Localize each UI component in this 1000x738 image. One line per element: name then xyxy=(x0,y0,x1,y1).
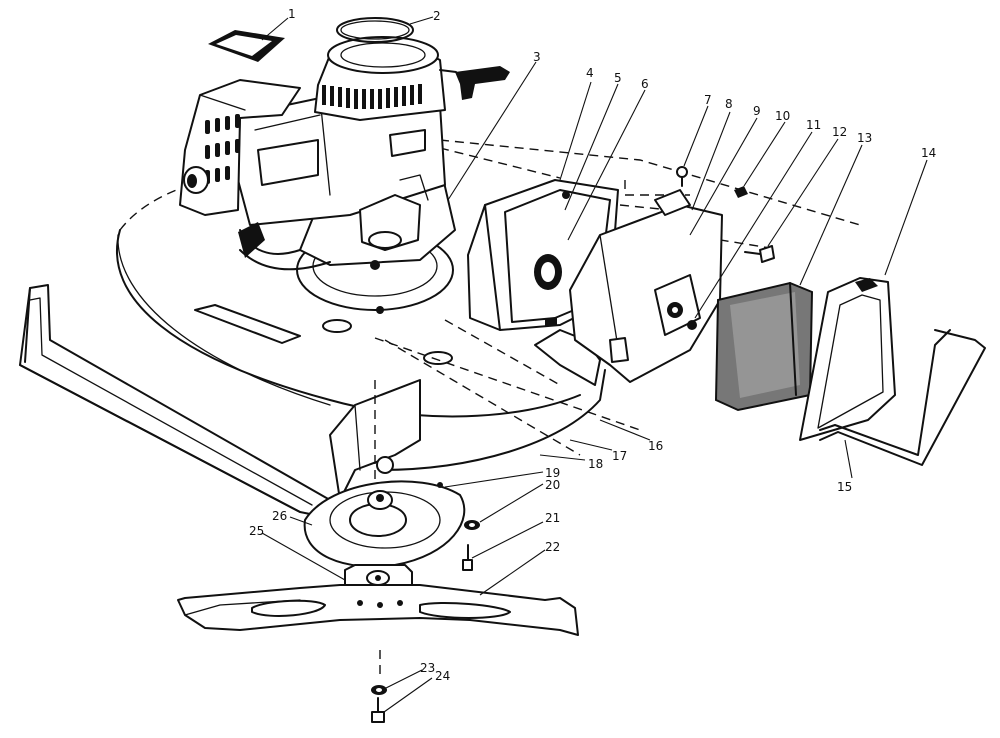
callout-10: 10 xyxy=(775,109,790,123)
callout-13: 13 xyxy=(857,131,872,145)
starter-vent-slots xyxy=(322,84,422,109)
part-14-filter-cover xyxy=(799,277,896,441)
callout-1: 1 xyxy=(288,7,296,21)
callout-20: 20 xyxy=(545,478,560,492)
fasteners xyxy=(676,166,775,330)
callout-21: 21 xyxy=(545,511,560,525)
blade-adapter-plate xyxy=(303,480,466,568)
callout-22: 22 xyxy=(545,540,560,554)
blade-hardware xyxy=(371,482,480,723)
callout-17: 17 xyxy=(612,449,627,463)
callout-8: 8 xyxy=(725,97,733,111)
callout-9: 9 xyxy=(753,104,761,118)
callout-15: 15 xyxy=(837,480,852,494)
callout-2: 2 xyxy=(433,9,441,23)
callout-24: 24 xyxy=(435,669,450,683)
alignment-lines xyxy=(374,139,861,680)
callout-26: 26 xyxy=(272,509,287,523)
callout-11: 11 xyxy=(806,118,821,132)
callout-16: 16 xyxy=(648,439,663,453)
callout-5: 5 xyxy=(614,71,622,85)
engine xyxy=(179,36,510,314)
callout-18: 18 xyxy=(588,457,603,471)
callout-19: 19 xyxy=(545,466,560,480)
callout-25: 25 xyxy=(249,524,264,538)
callout-3: 3 xyxy=(533,50,541,64)
callout-14: 14 xyxy=(921,146,936,160)
air-cleaner-cover-bracket xyxy=(569,189,723,383)
callout-labels: 1 2 3 4 5 6 7 8 9 10 11 12 13 14 15 16 1… xyxy=(249,7,936,683)
leader-lines xyxy=(261,16,928,713)
callout-12: 12 xyxy=(832,125,847,139)
part-13-filter-element xyxy=(714,281,814,412)
part-15-wire-handle xyxy=(819,329,986,466)
callout-7: 7 xyxy=(704,93,712,107)
part-2-gasket-ring xyxy=(336,17,414,43)
part-22-blade xyxy=(177,584,579,636)
callout-4: 4 xyxy=(586,66,594,80)
part-1-seal xyxy=(208,30,285,62)
callout-6: 6 xyxy=(641,77,649,91)
callout-23: 23 xyxy=(420,661,435,675)
